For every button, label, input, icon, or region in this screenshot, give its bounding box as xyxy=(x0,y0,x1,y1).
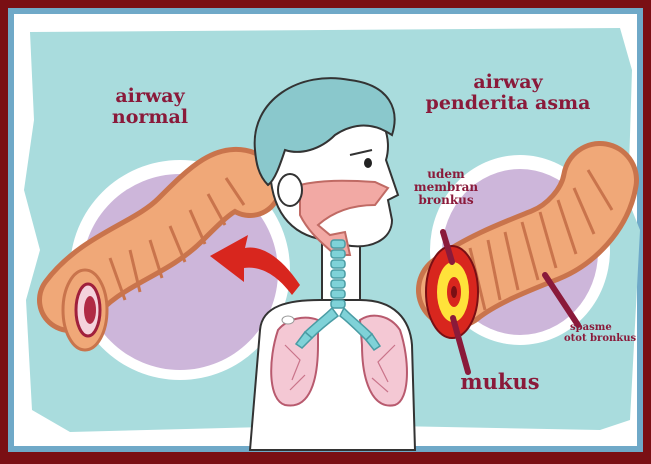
normal-label-line2: normal xyxy=(100,107,200,128)
asthma-label-line1: airway xyxy=(408,72,608,93)
normal-label-line1: airway xyxy=(100,86,200,107)
spasme-label: spasme otot bronkus xyxy=(564,322,648,344)
spasme-label-line2: otot bronkus xyxy=(564,333,648,344)
udem-label-line3: bronkus xyxy=(406,194,486,207)
mukus-label: mukus xyxy=(450,370,550,393)
eye xyxy=(364,158,372,168)
asthma-label-line2: penderita asma xyxy=(408,93,608,114)
normal-airway-label: airway normal xyxy=(100,86,200,128)
lung-highlight xyxy=(282,316,294,324)
ear xyxy=(278,174,302,206)
asthma-airway-label: airway penderita asma xyxy=(408,72,608,114)
spasme-label-line1: spasme xyxy=(564,322,648,333)
udem-label: udem membran bronkus xyxy=(406,168,486,208)
